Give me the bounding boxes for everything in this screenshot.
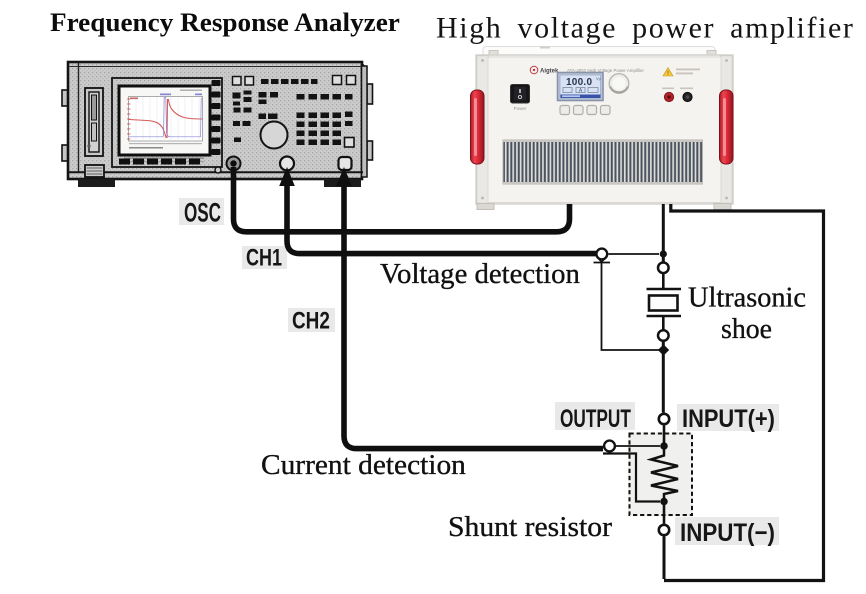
svg-text:Aigtek: Aigtek <box>540 69 559 75</box>
svg-text:CH2: CH2 <box>292 306 330 334</box>
svg-text:Frequency Response Analyzer: Frequency Response Analyzer <box>50 8 400 37</box>
svg-text:Vp: Vp <box>596 76 602 81</box>
svg-text:Ultrasonic: Ultrasonic <box>688 281 806 313</box>
svg-text:CH1: CH1 <box>246 245 282 271</box>
svg-text:shoe: shoe <box>721 314 772 346</box>
svg-text:100.0: 100.0 <box>566 77 592 88</box>
svg-text:Power: Power <box>514 106 527 111</box>
svg-text:A: A <box>579 88 583 94</box>
svg-text:ATA-4052 High Voltage Power A: ATA-4052 High Voltage Power Amplifier <box>567 68 644 73</box>
svg-text:INPUT(+): INPUT(+) <box>682 405 775 433</box>
svg-text:OSC: OSC <box>184 198 221 228</box>
svg-text:Shunt resistor: Shunt resistor <box>448 511 612 543</box>
svg-text:OUTPUT: OUTPUT <box>560 405 631 433</box>
svg-text:High voltage power amplifier: High voltage power amplifier <box>436 12 855 45</box>
svg-text:Current detection: Current detection <box>261 449 466 481</box>
svg-text:!: ! <box>667 71 669 77</box>
svg-text:Voltage detection: Voltage detection <box>380 258 580 290</box>
svg-text:INPUT(−): INPUT(−) <box>680 520 775 547</box>
